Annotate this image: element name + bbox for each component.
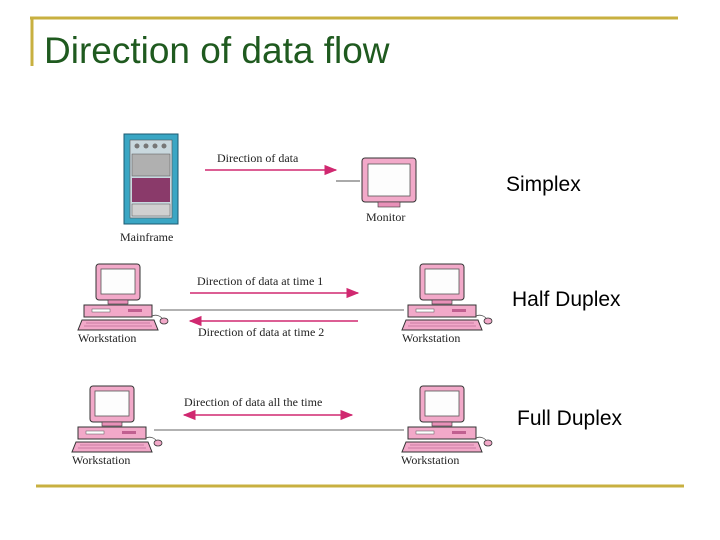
half-duplex-left-label: Workstation — [78, 331, 136, 345]
right-workstation-icon — [401, 263, 493, 331]
simplex-arrow-label: Direction of data — [217, 151, 299, 165]
half-duplex-row: Workstation Direction of data at time 1 … — [77, 263, 493, 345]
simplex-mode-label: Simplex — [506, 173, 581, 196]
half-duplex-arrow-1-label: Direction of data at time 1 — [197, 274, 323, 288]
simplex-row: Mainframe Direction of data Monitor — [120, 133, 417, 244]
right-workstation-icon — [401, 385, 493, 453]
full-duplex-row: Workstation Direction of data all the ti… — [71, 385, 493, 467]
slide-title: Direction of data flow — [44, 30, 390, 71]
monitor-label: Monitor — [366, 210, 405, 224]
full-duplex-right-label: Workstation — [401, 453, 459, 467]
full-duplex-arrow-label: Direction of data all the time — [184, 395, 322, 409]
left-workstation-icon — [71, 385, 163, 453]
mainframe-icon — [123, 133, 179, 225]
left-workstation-icon — [77, 263, 169, 331]
full-duplex-left-label: Workstation — [72, 453, 130, 467]
mainframe-label: Mainframe — [120, 230, 173, 244]
monitor-icon — [361, 157, 417, 208]
half-duplex-right-label: Workstation — [402, 331, 460, 345]
half-duplex-arrow-2-label: Direction of data at time 2 — [198, 325, 324, 339]
full-duplex-mode-label: Full Duplex — [517, 407, 623, 430]
half-duplex-mode-label: Half Duplex — [512, 288, 621, 311]
